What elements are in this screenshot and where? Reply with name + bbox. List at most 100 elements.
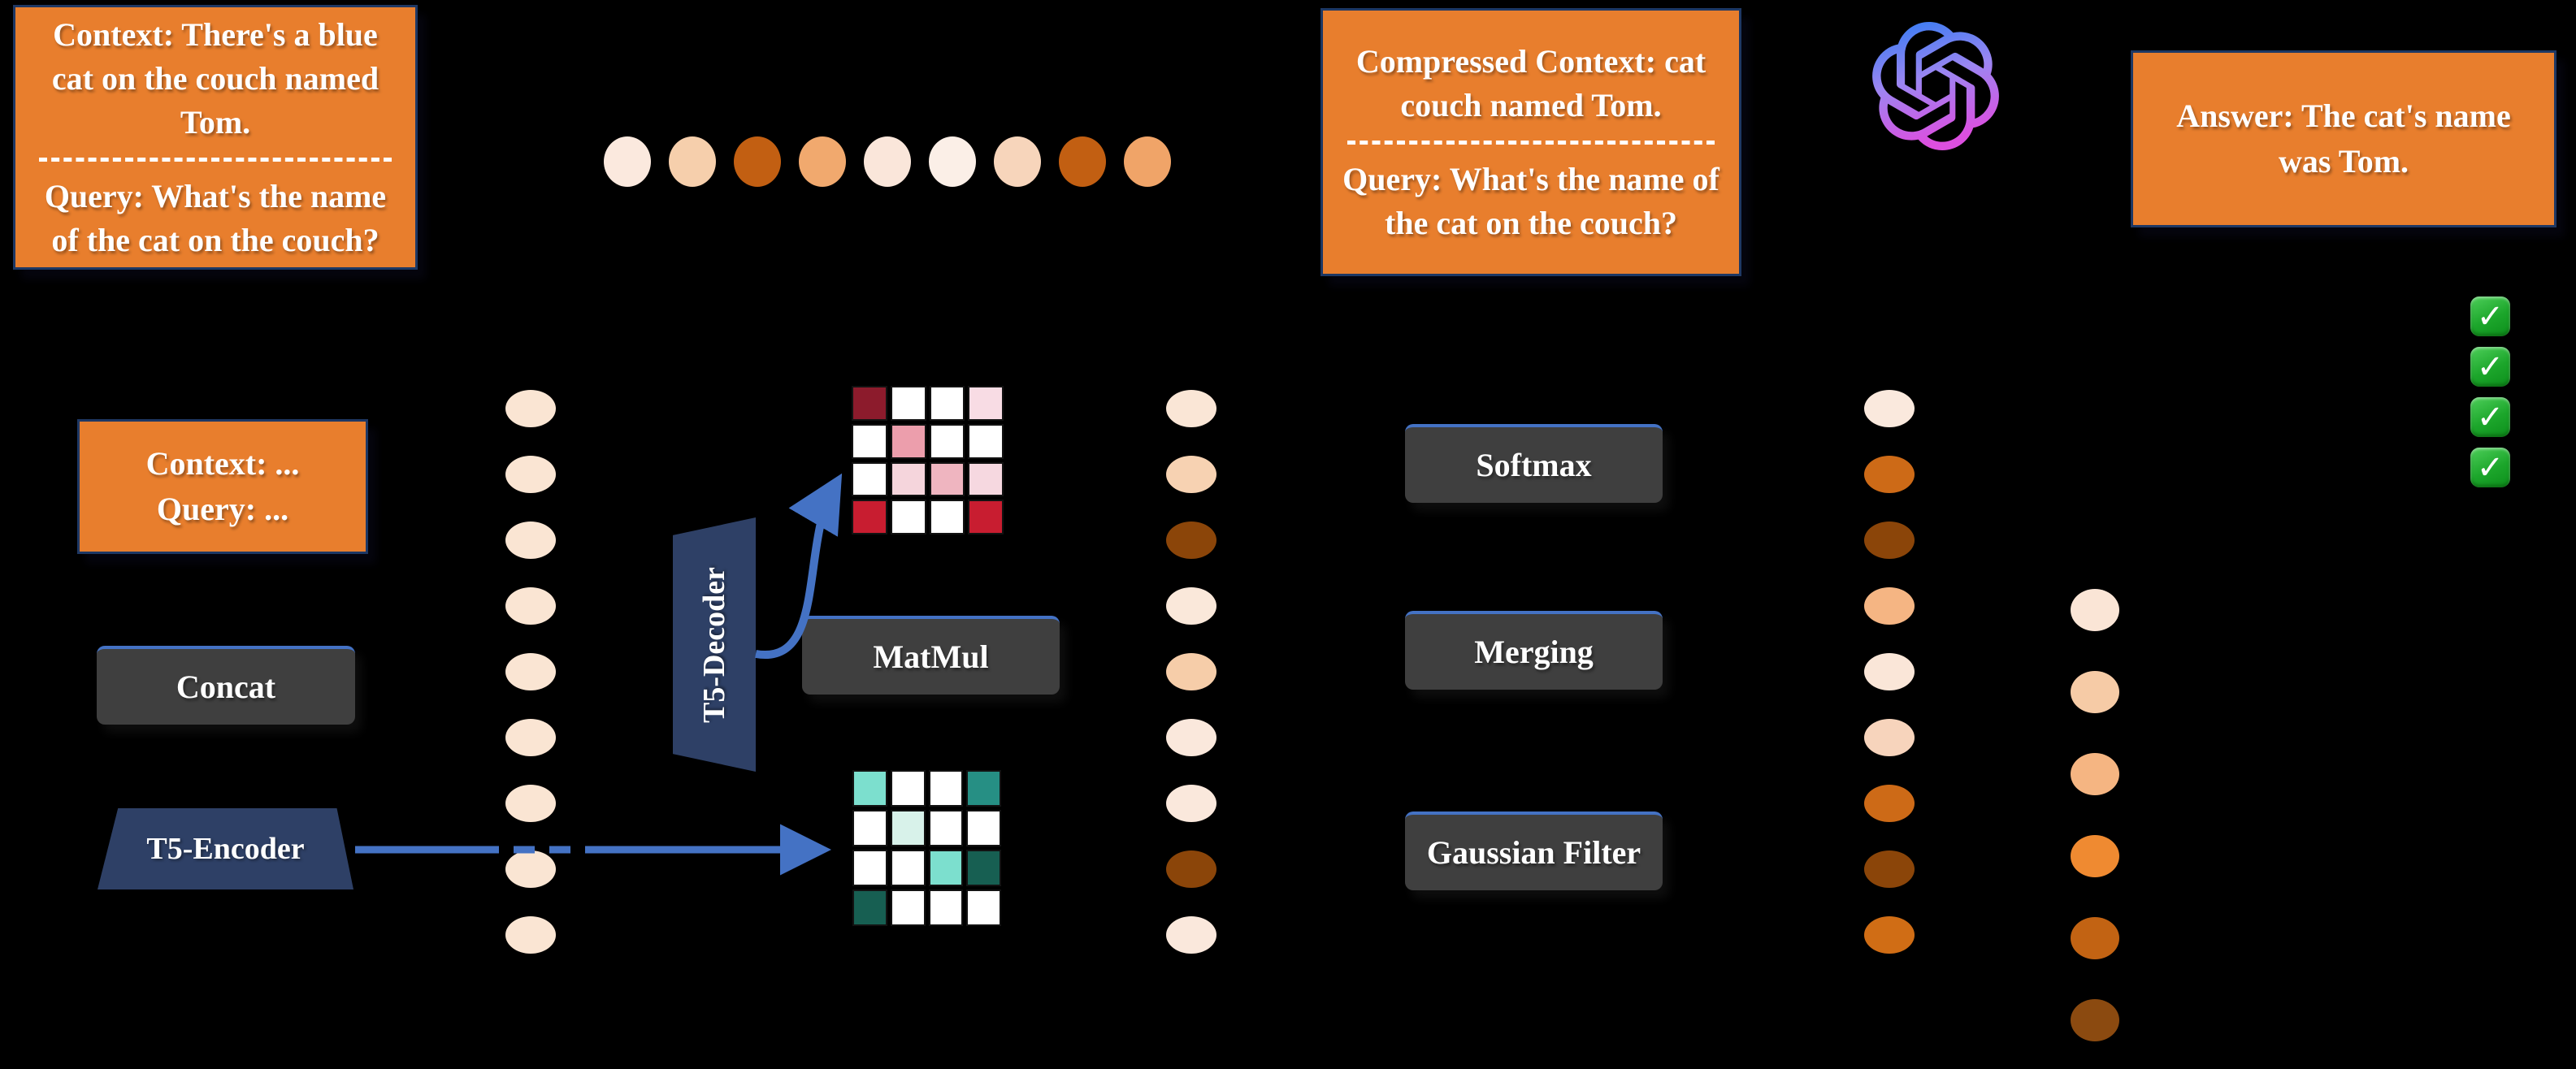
token-dot [1166, 456, 1216, 493]
matrix-cell [968, 500, 1004, 534]
gaussian-filter-label: Gaussian Filter [1426, 834, 1641, 871]
token-dot [1864, 456, 1915, 493]
merged-token-column [2071, 589, 2119, 1041]
attention-score-matrix [852, 386, 1004, 534]
t5-decoder-label: T5-Decoder [697, 566, 732, 723]
compressed-context-text: Compressed Context: cat couch named Tom. [1355, 42, 1706, 123]
check-glyph: ✓ [2476, 348, 2504, 386]
token-dot [2071, 671, 2119, 713]
matrix-cell [968, 386, 1004, 421]
token-dot [734, 136, 781, 187]
query-abbrev-text: Query: ... [156, 491, 289, 527]
matrix-cell [890, 810, 926, 846]
matrix-cell [890, 889, 926, 926]
token-dot [1166, 587, 1216, 625]
token-dot [994, 136, 1041, 187]
compressed-query-text: Query: What's the name of the cat on the… [1342, 160, 1720, 241]
input-context-query-box: Context: There's a blue cat on the couch… [13, 5, 418, 270]
matrix-cell [852, 850, 887, 886]
matrix-cell [852, 386, 887, 421]
token-dot [1864, 719, 1915, 756]
check-glyph: ✓ [2476, 398, 2504, 436]
token-dot [604, 136, 651, 187]
token-dot [2071, 589, 2119, 631]
matrix-cell [968, 461, 1004, 497]
context-abbrev-text: Context: ... [145, 445, 300, 482]
matrix-cell [929, 386, 965, 421]
merging-box: Merging [1405, 611, 1663, 690]
token-dot [2071, 835, 2119, 877]
matrix-cell [852, 810, 887, 846]
matrix-cell [966, 850, 1001, 886]
token-dot [505, 719, 556, 756]
check-glyph: ✓ [2476, 297, 2504, 335]
compressed-context-box: Compressed Context: cat couch named Tom.… [1321, 8, 1741, 276]
token-dot [1166, 522, 1216, 559]
gaussian-filter-box: Gaussian Filter [1405, 811, 1663, 890]
token-dot [505, 587, 556, 625]
matrix-cell [890, 850, 926, 886]
t5-encoder-label: T5-Encoder [146, 832, 305, 866]
token-dot [2071, 999, 2119, 1041]
matrix-cell [968, 423, 1004, 459]
matrix-cell [928, 889, 964, 926]
token-dot [1166, 916, 1216, 954]
token-dot [929, 136, 976, 187]
t5-encoder-block: T5-Encoder [98, 808, 353, 889]
token-dot [1864, 587, 1915, 625]
check-icon: ✓ [2470, 296, 2510, 336]
token-dot [1864, 916, 1915, 954]
token-dot [1864, 522, 1915, 559]
token-dot [505, 785, 556, 822]
token-dot [505, 850, 556, 888]
merging-label: Merging [1474, 634, 1594, 670]
matmul-box: MatMul [802, 616, 1060, 695]
check-icon: ✓ [2470, 347, 2510, 387]
matrix-cell [852, 889, 887, 926]
answer-text: Answer: The cat's name was Tom. [2176, 97, 2511, 180]
t5-decoder-block: T5-Decoder [673, 517, 756, 772]
matrix-cell [928, 810, 964, 846]
matrix-cell [890, 423, 926, 459]
token-dot [864, 136, 911, 187]
matrix-cell [929, 500, 965, 534]
matrix-cell [929, 423, 965, 459]
check-icon: ✓ [2470, 448, 2510, 487]
token-dot [505, 390, 556, 427]
openai-logo-icon [1872, 22, 1999, 150]
token-dot [1166, 653, 1216, 690]
token-dot [1864, 785, 1915, 822]
matrix-cell [852, 770, 887, 807]
token-dot [1166, 850, 1216, 888]
input-query-text: Query: What's the name of the cat on the… [44, 177, 387, 258]
check-icon: ✓ [2470, 397, 2510, 437]
token-dot [1059, 136, 1106, 187]
softmax-label: Softmax [1476, 447, 1592, 483]
token-dot [1124, 136, 1171, 187]
matmul-label: MatMul [873, 638, 989, 675]
matrix-cell [966, 770, 1001, 807]
matrix-cell [928, 850, 964, 886]
token-dot [505, 456, 556, 493]
matrix-cell [890, 770, 926, 807]
context-query-abbrev-box: Context: ... Query: ... [77, 419, 368, 554]
token-dot [1166, 785, 1216, 822]
encoder-hidden-matrix [852, 770, 1001, 926]
check-glyph: ✓ [2476, 448, 2504, 487]
token-dot [1166, 390, 1216, 427]
token-dot [2071, 753, 2119, 795]
token-dot [669, 136, 716, 187]
matrix-cell [966, 889, 1001, 926]
token-dot [1864, 390, 1915, 427]
matrix-cell [966, 810, 1001, 846]
token-dot [799, 136, 846, 187]
matrix-cell [852, 500, 887, 534]
token-dot [505, 653, 556, 690]
softmax-box: Softmax [1405, 424, 1663, 503]
concat-label: Concat [176, 669, 276, 705]
token-dot [2071, 917, 2119, 959]
input-context-text: Context: There's a blue cat on the couch… [51, 15, 379, 141]
matrix-cell [890, 386, 926, 421]
attended-token-column [1166, 390, 1216, 954]
